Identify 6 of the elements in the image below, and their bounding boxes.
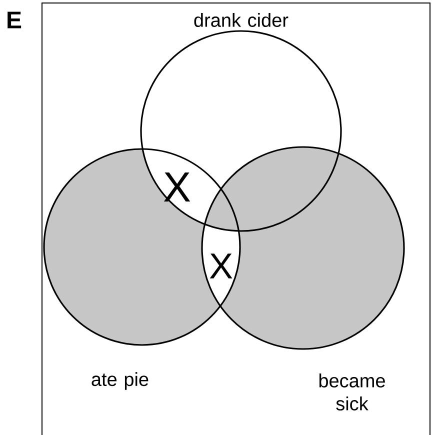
node-label: drank cider [194, 13, 288, 27]
x-mark: X [164, 172, 190, 202]
panel-letter: E [8, 12, 22, 28]
node-label: became sick [319, 374, 385, 410]
node-label: ate pie [92, 372, 148, 390]
x-mark: X [210, 254, 232, 278]
